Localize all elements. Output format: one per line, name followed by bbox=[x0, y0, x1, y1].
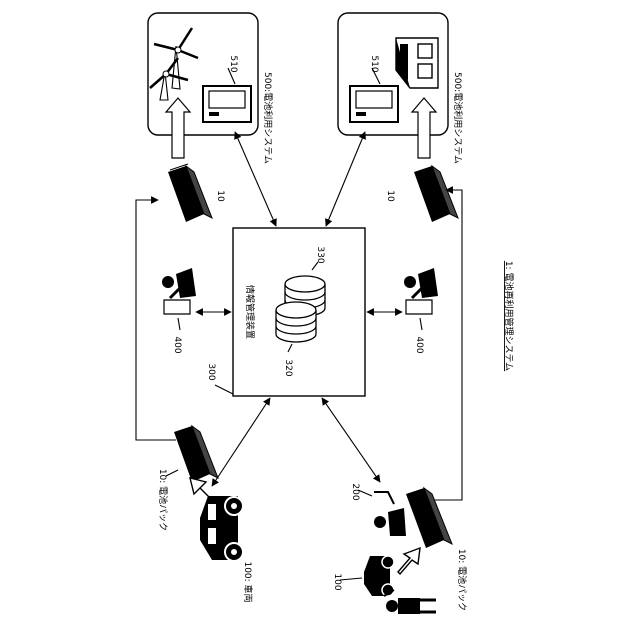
database-icon-320 bbox=[276, 302, 316, 342]
battery-pack-right bbox=[406, 488, 452, 548]
vehicle-label: 100: 車両 bbox=[242, 561, 254, 602]
battery-pack-label-right: 10: 電池パック bbox=[456, 549, 468, 611]
remove-arrow-right bbox=[398, 548, 420, 574]
info-device-label: 情報管理装置 bbox=[244, 285, 256, 339]
db-ref-330: 330 bbox=[315, 246, 325, 263]
converted-pack-ref-right: 10 bbox=[385, 190, 395, 202]
worker-ref-left: 400 bbox=[172, 336, 182, 353]
worker-right bbox=[404, 268, 438, 314]
converted-pack-left bbox=[168, 164, 212, 222]
converted-pack-right bbox=[414, 166, 458, 222]
usage-system-label-right: 500:電池利用システム bbox=[452, 72, 464, 164]
owner-vehicle-icon bbox=[364, 556, 394, 596]
return-path-left bbox=[136, 200, 176, 440]
return-path-right bbox=[434, 190, 462, 500]
terminal-device-icon bbox=[350, 86, 398, 122]
vehicle-icon bbox=[200, 496, 243, 561]
worker-left bbox=[162, 268, 196, 314]
dealer-ref: 200 bbox=[350, 483, 360, 500]
usage-system-wind bbox=[148, 13, 258, 135]
usage-system-label-left: 500:電池利用システム bbox=[262, 72, 274, 164]
vehicle-owner-ref: 100 bbox=[332, 573, 342, 590]
dealer-icon bbox=[374, 492, 406, 536]
usage-system-house bbox=[338, 13, 448, 135]
terminal-device-icon bbox=[203, 86, 251, 122]
battery-pack-left bbox=[174, 426, 218, 482]
device-ref-510-right: 510 bbox=[369, 55, 379, 72]
info-device-ref: 300 bbox=[206, 363, 216, 380]
converted-pack-ref-left: 10 bbox=[215, 190, 225, 202]
system-label: 1: 電池再利用管理システム bbox=[503, 261, 515, 371]
db-ref-320: 320 bbox=[283, 359, 293, 376]
device-ref-510-left: 510 bbox=[228, 55, 238, 72]
battery-pack-label-left: 10: 電池パック bbox=[157, 469, 169, 531]
worker-ref-right: 400 bbox=[414, 336, 424, 353]
